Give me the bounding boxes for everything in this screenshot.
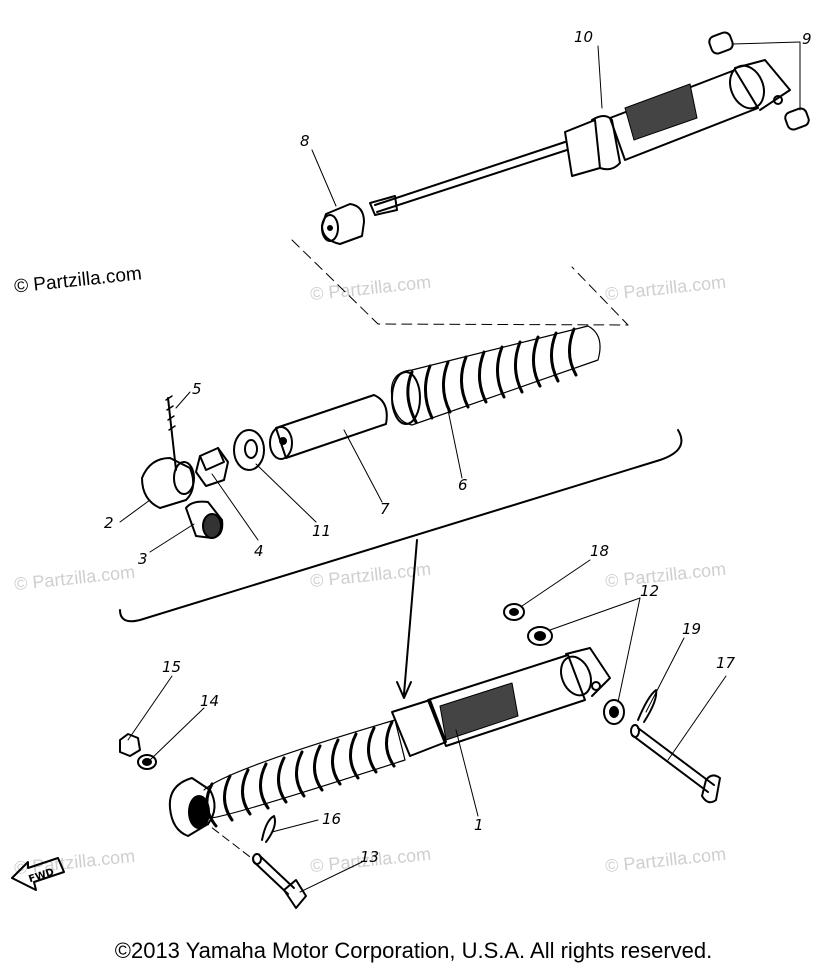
assembly-arrow [403,539,418,695]
part-1-shock-assembly [168,647,611,837]
callout-15: 15 [162,658,181,676]
callout-18: 18 [590,542,609,560]
callout-12: 12 [640,582,659,600]
part-7-sleeve [269,394,388,460]
callout-2: 2 [104,514,114,532]
callout-5: 5 [192,380,202,398]
callout-9: 9 [802,30,812,48]
callout-3: 3 [138,550,148,568]
callout-19: 19 [682,620,701,638]
callout-11: 11 [312,522,331,540]
part-11-washer [233,429,265,471]
part-18-washer [503,603,525,621]
callout-17: 17 [716,654,736,672]
callout-4: 4 [254,542,264,560]
part-13-bolt [252,853,307,909]
part-10-shock-body [369,59,791,216]
callout-13: 13 [360,848,379,866]
part-15-nut [119,733,141,757]
callout-14: 14 [200,692,219,710]
callout-8: 8 [300,132,310,150]
part-12-washer [603,699,625,725]
part-2-collar [141,457,195,509]
fwd-label: FWD [27,867,55,886]
part-12-washer [527,626,553,646]
part-3-bushing [185,500,224,539]
part-4-nut [195,447,229,487]
part-5-bolt [165,395,177,471]
fwd-arrow-icon [11,857,65,891]
copyright-notice: ©2013 Yamaha Motor Corporation, U.S.A. A… [114,938,713,963]
callout-1: 1 [474,816,484,834]
exploded-group-bracket [119,429,683,623]
callout-10: 10 [574,28,593,46]
part-6-spring [390,325,601,426]
part-19-cotter-pin [637,689,658,723]
part-8-bump-rubber [321,203,365,245]
callout-6: 6 [458,476,468,494]
callout-7: 7 [380,500,390,518]
part-14-washer [137,754,157,770]
callouts: 10 9 8 5 2 3 4 11 7 6 18 12 19 17 15 14 … [27,28,811,885]
callout-16: 16 [322,810,341,828]
part-9-bushings [708,31,810,131]
part-16-cotter-pin [261,815,276,843]
part-17-pin [630,724,721,804]
